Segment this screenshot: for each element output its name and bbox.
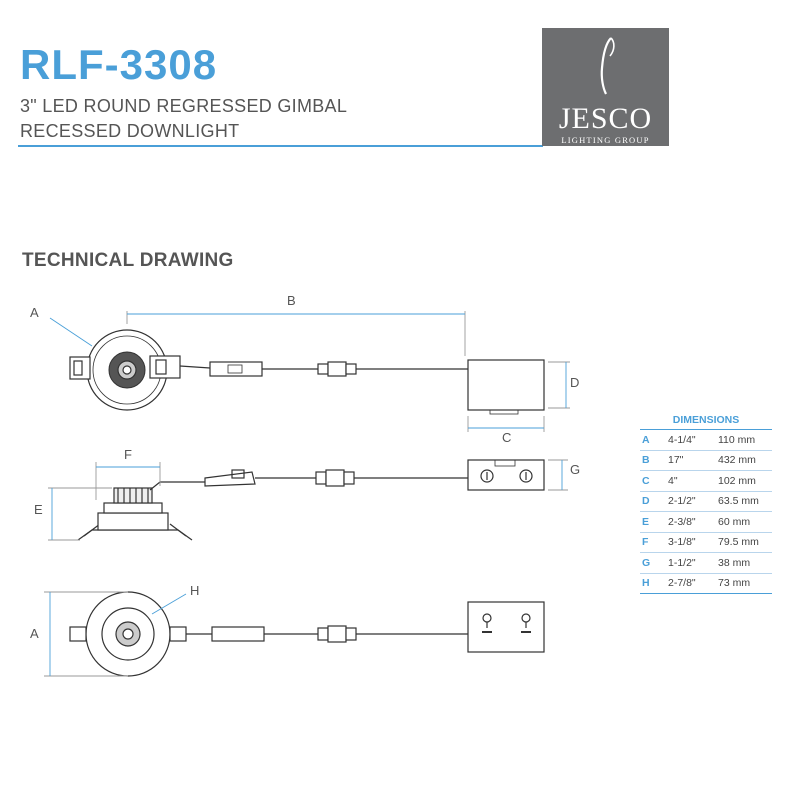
dimension-key: F — [642, 536, 649, 549]
label-c: C — [502, 430, 511, 445]
side-view — [77, 459, 545, 541]
label-b: B — [287, 293, 296, 308]
dimension-inch: 17" — [668, 454, 684, 467]
label-h: H — [190, 583, 199, 598]
dimension-row-b: B 17" 432 mm — [640, 451, 772, 471]
dimension-mm: 38 mm — [718, 556, 751, 569]
dimensions-table: DIMENSIONS A 4-1/4" 110 mm B 17" 432 mm … — [640, 414, 772, 594]
dimension-inch: 2-3/8" — [668, 515, 696, 528]
product-description-line-1: 3" LED ROUND REGRESSED GIMBAL — [20, 96, 348, 116]
dimensions-title: DIMENSIONS — [640, 414, 772, 430]
dimension-row-d: D 2-1/2" 63.5 mm — [640, 492, 772, 512]
dimension-key: E — [642, 515, 650, 528]
dimension-row-g: G 1-1/2" 38 mm — [640, 553, 772, 574]
dimension-mm: 73 mm — [718, 577, 751, 590]
dimension-mm: 102 mm — [718, 474, 756, 487]
dimension-key: A — [642, 433, 650, 446]
dimension-key: D — [642, 495, 650, 508]
label-d: D — [570, 375, 579, 390]
product-description: 3" LED ROUND REGRESSED GIMBAL RECESSED D… — [20, 94, 347, 144]
bottom-view — [69, 591, 545, 677]
dimension-mm: 60 mm — [718, 515, 751, 528]
product-description-line-2: RECESSED DOWNLIGHT — [20, 121, 240, 141]
top-view — [69, 329, 545, 415]
dimension-key: B — [642, 454, 650, 467]
dimension-key: H — [642, 577, 650, 590]
label-a-bottom: A — [30, 626, 39, 641]
dimension-inch: 1-1/2" — [668, 556, 696, 569]
dimension-row-h: H 2-7/8" 73 mm — [640, 574, 772, 594]
label-g: G — [570, 462, 580, 477]
dimension-inch: 2-7/8" — [668, 577, 696, 590]
dimension-row-f: F 3-1/8" 79.5 mm — [640, 533, 772, 553]
dimension-key: C — [642, 474, 650, 487]
dimension-row-a: A 4-1/4" 110 mm — [640, 430, 772, 451]
dimension-mm: 432 mm — [718, 454, 756, 467]
dimension-mm: 63.5 mm — [718, 495, 759, 508]
label-f: F — [124, 447, 132, 462]
label-e: E — [34, 502, 43, 517]
logo-mark-icon — [600, 37, 615, 95]
dimension-row-c: C 4" 102 mm — [640, 471, 772, 492]
dimension-inch: 4-1/4" — [668, 433, 696, 446]
dimension-inch: 4" — [668, 474, 678, 487]
dimension-row-e: E 2-3/8" 60 mm — [640, 512, 772, 533]
dimension-mm: 110 mm — [718, 433, 756, 446]
section-title: TECHNICAL DRAWING — [22, 250, 234, 271]
label-a-top: A — [30, 305, 39, 320]
dimension-inch: 2-1/2" — [668, 495, 696, 508]
dimension-inch: 3-1/8" — [668, 536, 696, 549]
logo-tagline: LIGHTING GROUP — [561, 135, 650, 145]
jesco-logo: JESCO LIGHTING GROUP — [542, 28, 669, 146]
logo-brand: JESCO — [558, 102, 653, 135]
dimension-mm: 79.5 mm — [718, 536, 759, 549]
header-rule — [18, 145, 543, 147]
dimension-key: G — [642, 556, 651, 569]
model-number: RLF-3308 — [20, 41, 218, 88]
dimension-lines — [44, 311, 570, 677]
